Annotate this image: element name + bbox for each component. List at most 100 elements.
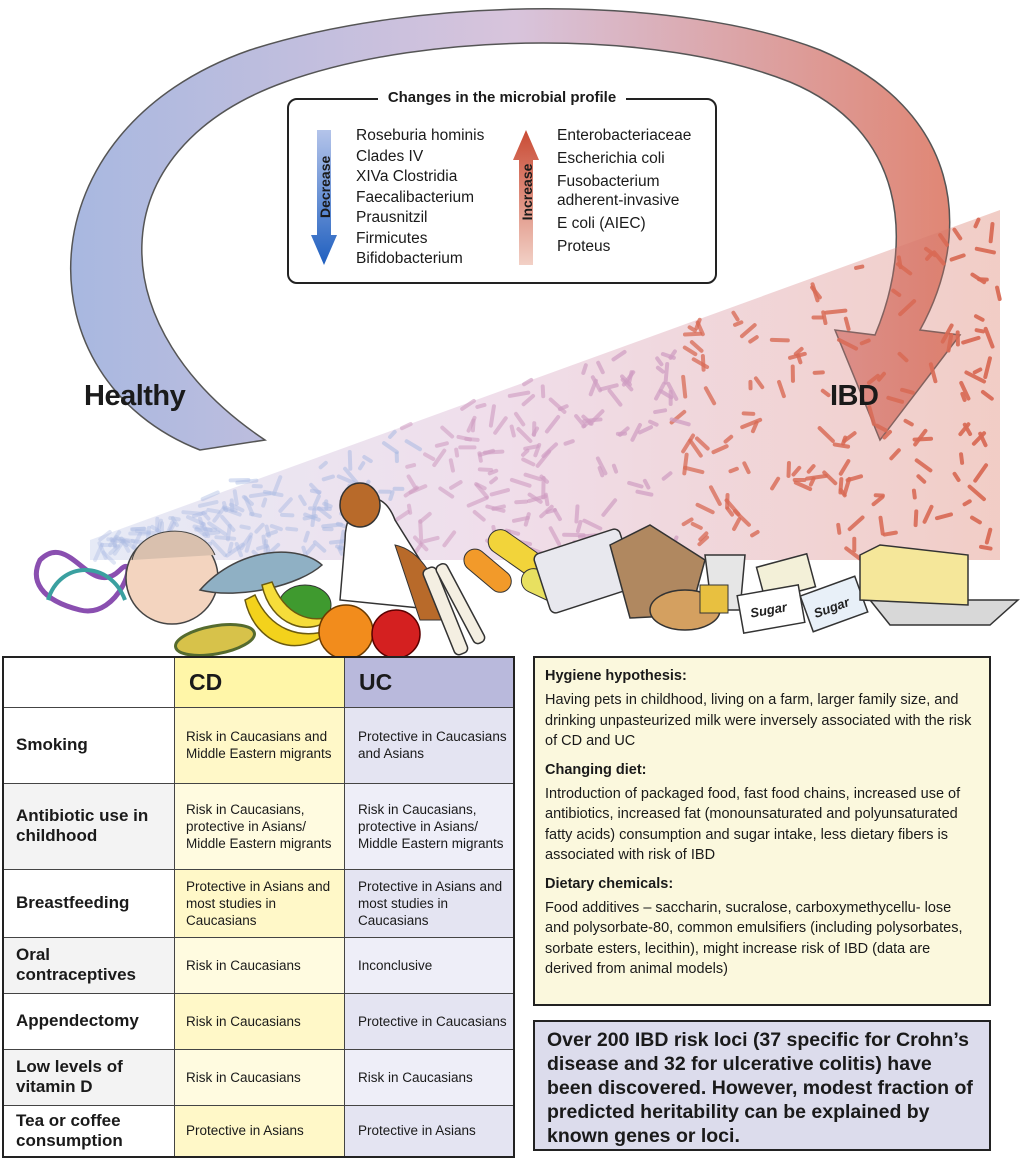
microbe-shape: [229, 498, 235, 513]
microbe-shape: [913, 509, 919, 528]
microbe-shape: [980, 389, 994, 401]
microbe-shape: [689, 340, 704, 353]
microbe-shape: [381, 441, 399, 455]
microbe-shape: [100, 542, 117, 547]
microbe-shape: [877, 371, 886, 382]
microbe-shape: [859, 338, 871, 346]
microbe-shape: [335, 521, 347, 529]
microbe-shape: [811, 315, 824, 320]
microbe-shape: [949, 253, 966, 262]
microbe-shape: [974, 246, 996, 255]
microbe-shape: [168, 516, 181, 522]
microbe-shape: [509, 477, 532, 488]
microbe-shape: [522, 377, 534, 387]
microbe-shape: [438, 486, 455, 499]
microbe-shape: [882, 429, 892, 440]
microbe-shape: [128, 531, 152, 536]
microbe-shape: [574, 504, 580, 524]
risk-factor-name: Antibiotic use in childhood: [2, 782, 175, 870]
microbe-shape: [285, 526, 299, 532]
decrease-item: XIVa Clostridia: [356, 168, 458, 185]
microbe-shape: [597, 466, 605, 478]
microbe-shape: [150, 524, 162, 534]
microbe-shape: [309, 482, 321, 495]
microbe-shape: [108, 530, 122, 548]
microbe-shape: [575, 519, 583, 534]
microbe-shape: [683, 465, 705, 475]
microbe-shape: [200, 521, 211, 539]
microbe-shape: [711, 444, 729, 455]
microbe-shape: [108, 544, 121, 556]
microbe-shape: [378, 489, 392, 494]
microbe-shape: [599, 383, 619, 392]
microbe-shape: [903, 418, 914, 427]
header-uc: UC: [344, 656, 515, 708]
microbiome-scene: Sugar Sugar: [33, 8, 1020, 660]
microbe-shape: [635, 489, 654, 497]
microbe-shape: [131, 531, 143, 550]
microbe-shape: [222, 507, 242, 517]
microbe-shape: [200, 490, 220, 502]
microbe-shape: [134, 528, 157, 536]
microbe-shape: [582, 417, 603, 423]
microbe-shape: [878, 515, 885, 536]
microbe-shape: [322, 501, 333, 509]
microbe-shape: [873, 493, 885, 498]
microbe-shape: [309, 488, 322, 495]
microbe-shape: [854, 264, 865, 270]
microbe-shape: [191, 510, 208, 519]
microbe-shape: [983, 326, 995, 349]
risk-factor-name: Smoking: [2, 706, 175, 784]
sugar-packet-label: Sugar: [749, 599, 789, 620]
increase-arrow-icon: [513, 130, 539, 265]
microbe-shape: [194, 526, 208, 538]
microbe-shape: [852, 536, 857, 553]
microbe-shape: [615, 431, 628, 436]
microbe-shape: [630, 422, 642, 442]
microbe-shape: [723, 434, 734, 444]
microbe-shape: [821, 310, 828, 326]
hypothesis-text: Having pets in childhood, living on a fa…: [545, 692, 972, 749]
microbe-shape: [653, 408, 668, 415]
microbe-shape: [695, 320, 705, 337]
microbe-shape: [454, 447, 460, 458]
microbe-shape: [448, 458, 455, 473]
microbe-shape: [202, 530, 221, 537]
microbe-shape: [688, 438, 703, 458]
microbe-shape: [221, 501, 228, 513]
decrease-item: Faecalibacterium: [356, 188, 475, 206]
microbe-shape: [637, 425, 654, 435]
increase-item: Proteus: [557, 238, 611, 255]
risk-factor-name: Appendectomy: [2, 992, 175, 1050]
profile-title: Changes in the microbial profile: [377, 89, 627, 106]
microbe-shape: [552, 508, 562, 522]
microbe-shape: [533, 442, 542, 458]
microbe-shape: [748, 335, 759, 344]
microbe-shape: [493, 416, 508, 435]
microbe-shape: [487, 468, 499, 476]
microbe-shape: [574, 414, 587, 428]
cd-effect: Protective in Asians and most studies in…: [174, 868, 345, 938]
microbe-shape: [318, 460, 328, 470]
microbe-shape: [914, 458, 933, 473]
microbe-shape: [263, 539, 268, 557]
microbe-shape: [130, 526, 146, 532]
microbe-shape: [521, 393, 536, 407]
microbe-shape: [620, 374, 632, 387]
microbe-shape: [791, 465, 802, 477]
microbe-shape: [418, 511, 432, 524]
hypothesis-text: Food additives – saccharin, sucralose, c…: [545, 899, 963, 978]
microbe-shape: [581, 363, 588, 375]
microbe-shape: [668, 349, 677, 360]
microbe-shape: [109, 537, 118, 548]
microbe-shape: [228, 502, 245, 513]
decrease-item: Roseburia hominis: [356, 127, 485, 144]
microbe-shape: [458, 445, 477, 450]
microbe-shape: [321, 474, 335, 482]
cd-effect: Protective in Asians: [174, 1104, 345, 1158]
fries-icon: [699, 584, 729, 614]
decrease-item: Bifidobacterium: [356, 250, 463, 267]
microbe-shape: [251, 483, 263, 489]
microbe-shape: [249, 511, 262, 518]
